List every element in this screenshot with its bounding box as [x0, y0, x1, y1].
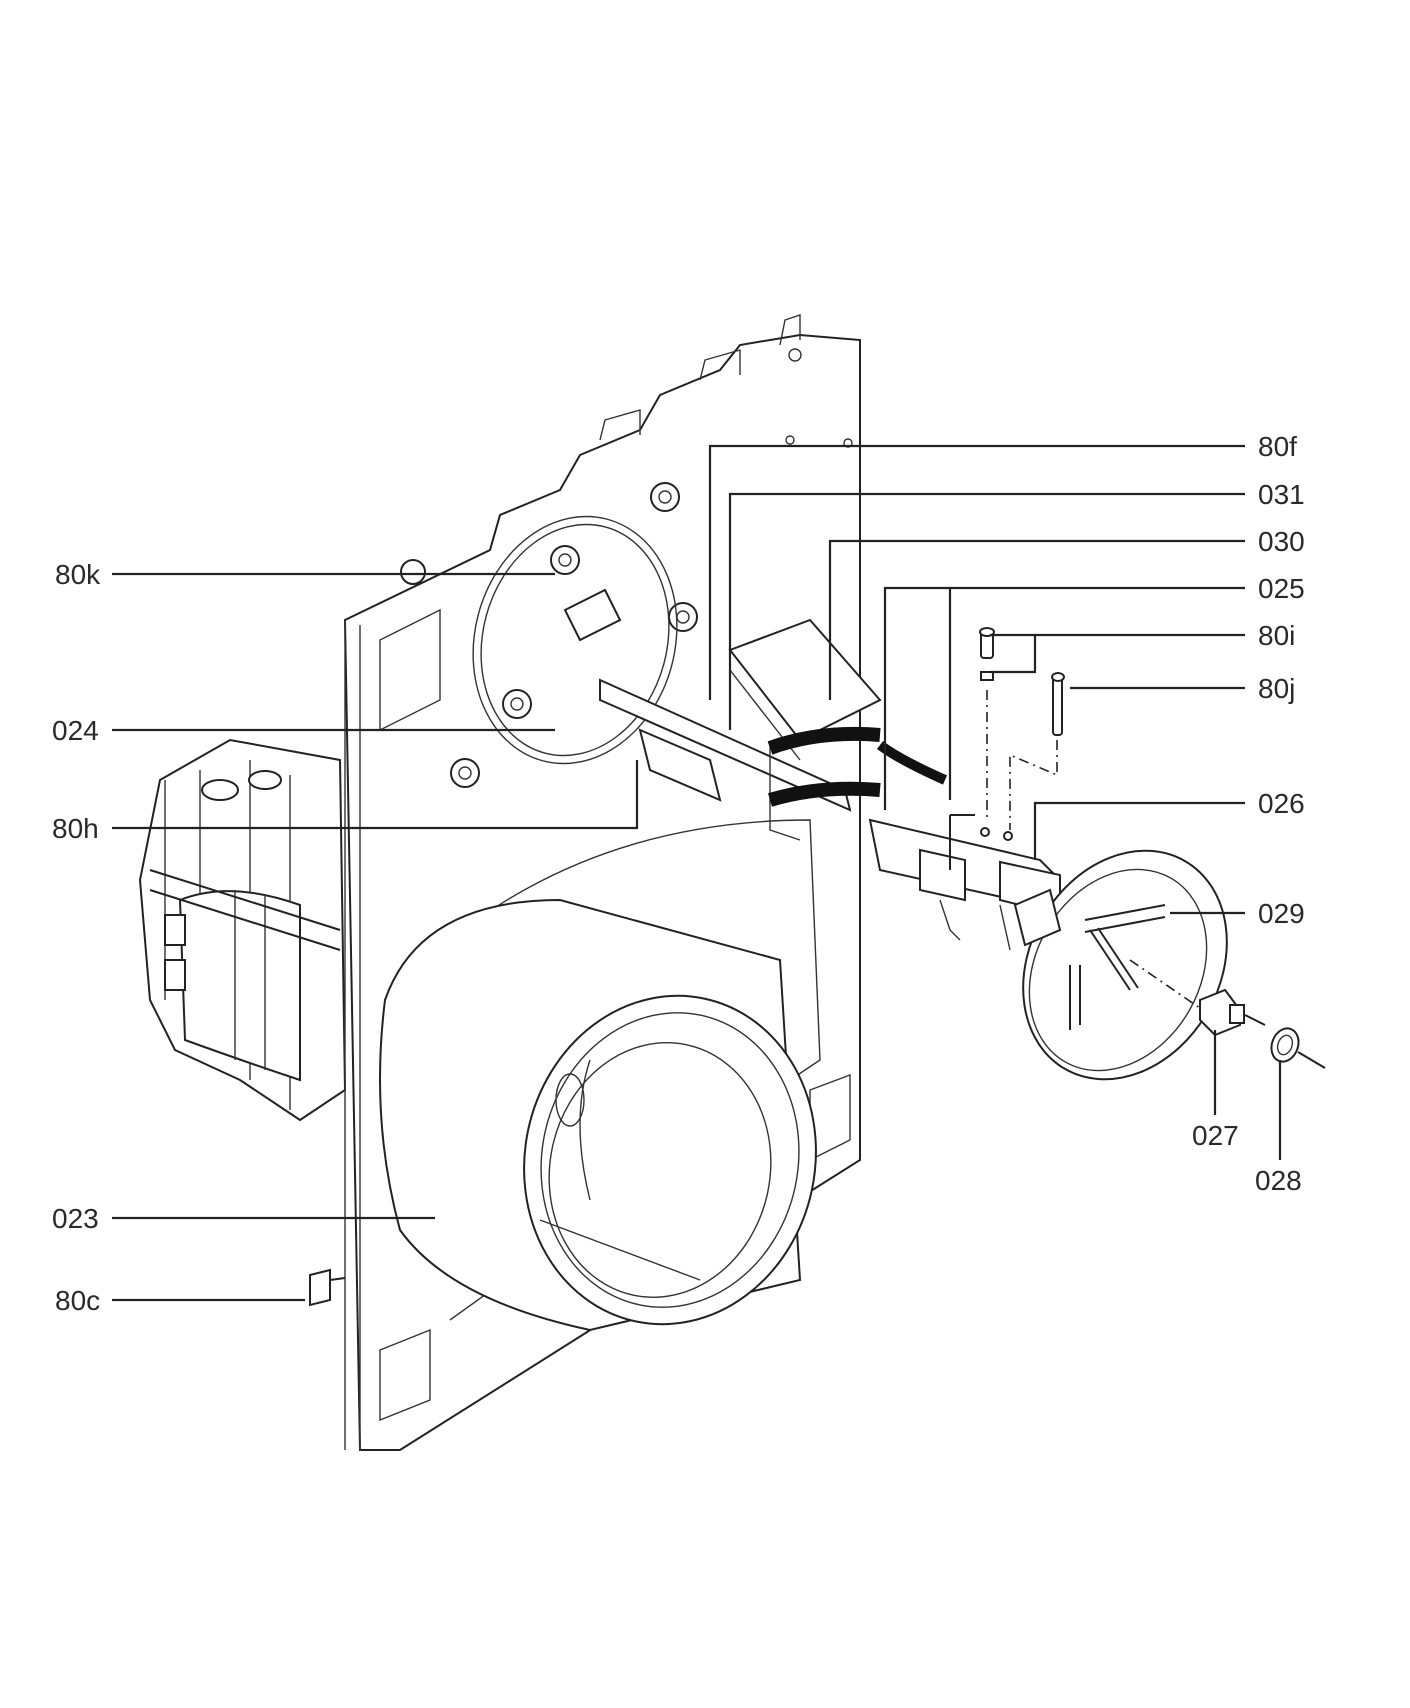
nozzle-holder-assembly	[868, 814, 1061, 951]
label-029: 029	[1258, 898, 1305, 929]
label-024: 024	[52, 715, 99, 746]
callout-lines	[112, 444, 1282, 1302]
screw-80j	[1009, 672, 1065, 830]
label-026: 026	[1258, 788, 1305, 819]
label-028: 028	[1255, 1165, 1302, 1196]
gas-valve-assembly	[138, 738, 347, 1122]
label-023: 023	[52, 1203, 99, 1234]
screw-80i	[979, 627, 995, 820]
nozzle	[1199, 988, 1266, 1037]
label-031: 031	[1258, 479, 1305, 510]
label-80i: 80i	[1258, 620, 1295, 651]
label-80h: 80h	[52, 813, 99, 844]
burner-tube-housing	[379, 898, 817, 1332]
o-ring	[1270, 1027, 1326, 1069]
stabilizer-disc	[1013, 849, 1228, 1081]
label-027: 027	[1192, 1120, 1239, 1151]
label-80j: 80j	[1258, 673, 1295, 704]
label-030: 030	[1258, 526, 1305, 557]
label-80f: 80f	[1258, 431, 1297, 462]
callout-labels: 80f 031 030 025 80i 80j 026 029 027 028 …	[52, 431, 1305, 1316]
label-025: 025	[1258, 573, 1305, 604]
label-80k: 80k	[55, 559, 101, 590]
label-80c: 80c	[55, 1285, 100, 1316]
ignition-rod-assembly	[563, 588, 882, 841]
